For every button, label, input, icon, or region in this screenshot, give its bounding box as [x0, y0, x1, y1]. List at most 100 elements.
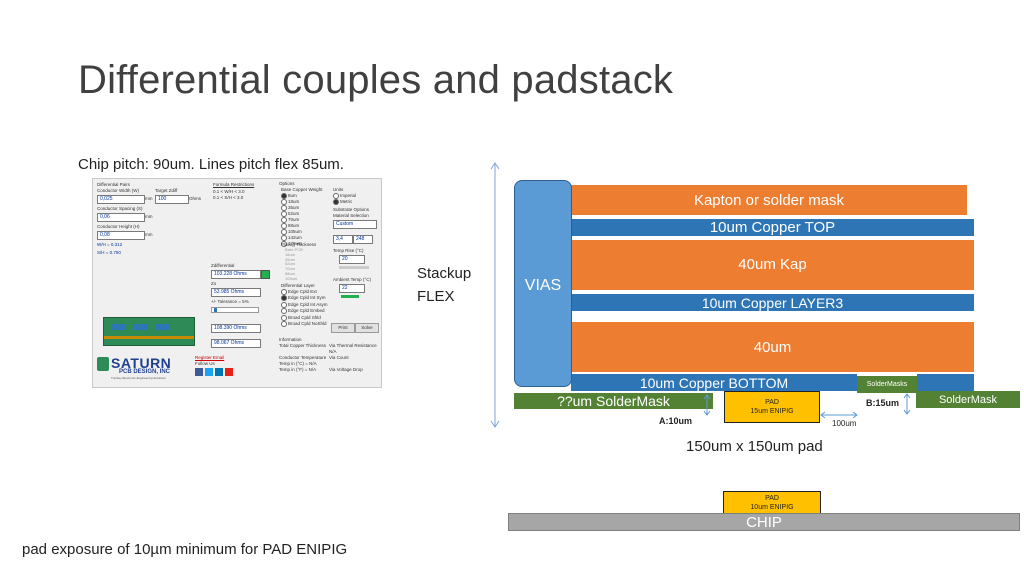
pad-finish: 15um ENIPIG	[750, 408, 794, 415]
status-indicator	[261, 270, 270, 279]
material-select[interactable]: Custom	[333, 220, 377, 229]
diff-layer-option[interactable]: Broad Cpld NoShld	[281, 321, 328, 328]
pad-top: PAD 15um ENIPIG	[724, 391, 820, 423]
diff-layer-option[interactable]: Edge Cpld Embed	[281, 308, 328, 315]
dim-a-head-bottom	[703, 410, 711, 416]
dim-b-arrow	[903, 393, 911, 415]
copper-option[interactable]: 52um	[281, 211, 302, 217]
units-imperial[interactable]: Imperial	[333, 193, 356, 199]
diff-layer-option[interactable]: Edge Cpld Int Asym	[281, 301, 328, 308]
dim-100-label: 100um	[832, 419, 857, 428]
stackup-label-line2: FLEX	[417, 288, 455, 305]
copper-layer3: 10um Copper LAYER3	[571, 294, 974, 311]
ohms-unit: Ohms	[189, 196, 202, 201]
stackup-arrow-head-top	[490, 162, 500, 170]
kap-40-layer: 40um Kap	[571, 240, 974, 290]
pad-bottom: PAD 10um ENIPIG	[723, 491, 821, 514]
kapton-layer: Kapton or solder mask	[571, 185, 967, 215]
pad-bottom-finish: 10um ENIPIG	[750, 503, 794, 511]
twitter-icon[interactable]	[205, 368, 213, 376]
tolerance-slider[interactable]	[211, 307, 259, 313]
youtube-icon[interactable]	[225, 368, 233, 376]
conductor-width-label: Conductor Width (W)	[97, 188, 140, 193]
diff-layer-option[interactable]: Broad Cpld Shld	[281, 314, 328, 321]
plating-option[interactable]: 18um	[285, 251, 296, 257]
copper-bottom-layer: 10um Copper BOTTOM	[571, 374, 857, 391]
substrate-label: Substrate Options	[333, 207, 370, 212]
slide-title: Differential couples and padstack	[78, 58, 674, 102]
dim-b-head-top	[903, 393, 911, 399]
solve-button[interactable]: Solve	[355, 323, 379, 333]
plating-option[interactable]: 88um	[285, 270, 296, 276]
er-field[interactable]: 3,4	[333, 235, 353, 244]
copper-weight-options: 8um 18um 35um 52um 70um 88um 105um 142um…	[281, 193, 302, 247]
options-label: Options	[279, 181, 295, 186]
dim-b-head-bottom	[903, 409, 911, 415]
copper-bottom-right-segment	[917, 374, 974, 391]
conductor-width-field[interactable]: 0,025	[97, 195, 145, 204]
copper-option[interactable]: 70um	[281, 217, 302, 223]
pad-title: PAD	[765, 399, 779, 406]
logo-main-text: SATURN	[111, 355, 172, 371]
tolerance-label: +/- Tolerance = 5%	[211, 299, 249, 304]
copper-top-layer: 10um Copper TOP	[571, 219, 974, 236]
temp-rise-field[interactable]: 20	[339, 255, 365, 264]
vias-block: VIAS	[514, 180, 572, 387]
plating-option[interactable]: 52um	[285, 261, 296, 267]
target-zdiff-field[interactable]: 100	[155, 195, 189, 204]
ambient-label: Ambient Temp (°C)	[333, 277, 371, 282]
units-label: Units	[333, 187, 344, 192]
wh-ratio: W/H = 0.312	[97, 242, 123, 247]
stackup-arrow-head-bottom	[490, 420, 500, 428]
layer-40: 40um	[571, 322, 974, 372]
copper-option[interactable]: 105um	[281, 229, 302, 235]
conductor-height-label: Conductor Height (H)	[97, 224, 140, 229]
linkedin-icon[interactable]	[215, 368, 223, 376]
soldermask-small: SolderMasks	[857, 376, 917, 393]
temp-rise-slider[interactable]	[339, 266, 369, 269]
ambient-field[interactable]: 22	[339, 284, 365, 293]
register-email-link[interactable]: Register Email	[195, 355, 225, 360]
pad-bottom-title: PAD	[765, 494, 779, 502]
plating-option[interactable]: 70um	[285, 266, 296, 272]
stackup-height-arrow	[490, 162, 500, 428]
dim-a-head-top	[703, 394, 711, 400]
tolerance-slider-thumb[interactable]	[214, 308, 217, 312]
diff-layer-option[interactable]: Edge Cpld Int Sym	[281, 295, 328, 302]
copper-option[interactable]: 35um	[281, 205, 302, 211]
dim-100-head-right	[852, 411, 858, 419]
copper-option[interactable]: 18um	[281, 199, 302, 205]
copper-option[interactable]: 178um	[281, 241, 302, 247]
plating-option[interactable]: 35um	[285, 256, 296, 262]
information-label: Information	[279, 337, 302, 342]
diff-layer-option[interactable]: Edge Cpld Ext	[281, 289, 328, 295]
impedance-calculator-screenshot: Differential Pairs Conductor Width (W) 0…	[92, 178, 382, 388]
soldermask-left: ??um SolderMask	[514, 393, 713, 409]
logo-tagline: Turnkey Electronic Engineering Solutions	[111, 376, 166, 380]
copper-option[interactable]: 142um	[281, 235, 302, 241]
conductor-height-field[interactable]: 0,08	[97, 231, 145, 240]
plating-option[interactable]: Bare PCB	[285, 247, 303, 252]
zo-label: Zo	[211, 281, 217, 286]
via-thermal-value: N/A	[329, 349, 337, 354]
unit-mm: mm	[145, 196, 153, 201]
plating-option[interactable]: 105um	[285, 275, 298, 281]
ambient-slider[interactable]	[341, 295, 359, 298]
conductor-spacing-field[interactable]: 0,06	[97, 213, 145, 222]
print-button[interactable]: Print	[331, 323, 355, 333]
dim-b-label: B:15um	[866, 398, 900, 408]
pad-exposure-note: pad exposure of 10µm minimum for PAD ENI…	[22, 541, 348, 558]
copper-option[interactable]: 88um	[281, 223, 302, 229]
dim-100-head-left	[820, 411, 826, 419]
er2-field[interactable]: 248	[353, 235, 373, 244]
temp-rise-label: Temp Rise (°C)	[333, 248, 364, 253]
upper-tolerance-value: 108.390 Ohms	[211, 324, 261, 333]
units-metric[interactable]: Metric	[333, 199, 352, 205]
diff-layer-label: Differential Layer	[281, 283, 315, 288]
conductor-spacing-label: Conductor Spacing (S)	[97, 206, 143, 211]
facebook-icon[interactable]	[195, 368, 203, 376]
dim-a-arrow	[703, 394, 711, 416]
temp-c-value: Temp in (°C) = N/A	[279, 361, 317, 366]
logo-sub-text: PCB DESIGN, INC	[119, 369, 171, 375]
copper-option[interactable]: 8um	[281, 193, 302, 199]
